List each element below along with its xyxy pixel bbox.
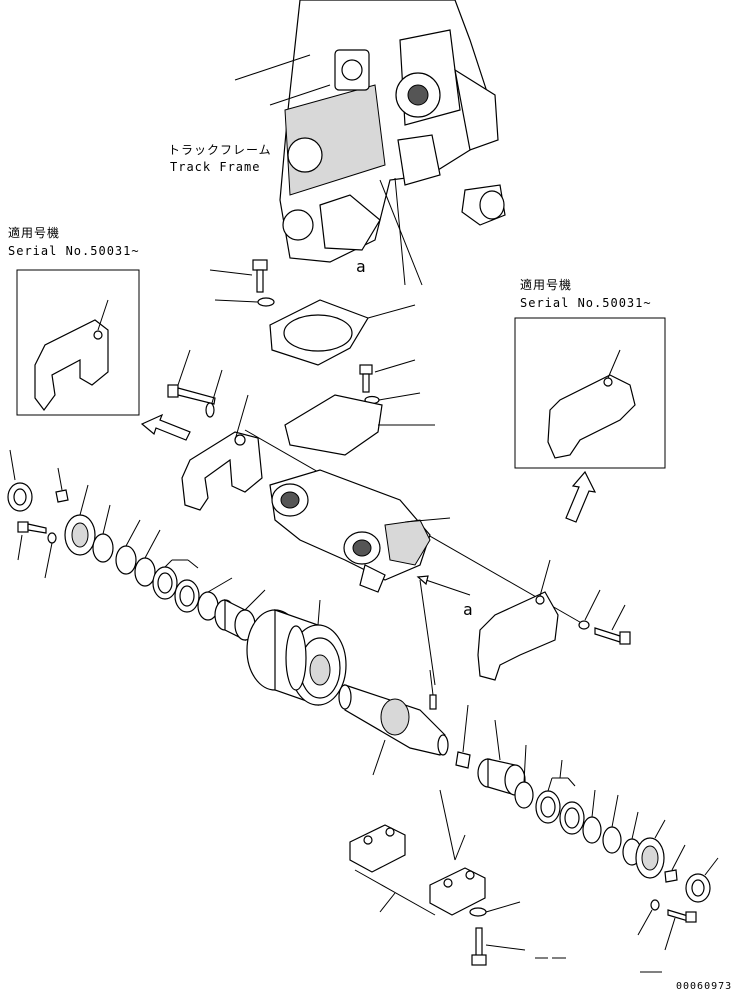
track-frame-label-en: Track Frame: [170, 160, 261, 174]
roller-shaft: [338, 684, 449, 756]
snap-ring-left: [115, 545, 137, 575]
o-ring-1-left: [92, 533, 114, 563]
bolt-bracket: [471, 927, 487, 966]
arrow-to-left-inset: [140, 413, 191, 441]
ref-mark-a-top: a: [356, 257, 367, 276]
bolt-flange-right: [667, 909, 697, 923]
o-ring-1-right: [514, 781, 534, 809]
figure-code: 00060973: [676, 981, 733, 992]
long-bolt-right: [594, 627, 631, 645]
arrow-to-right-inset: [565, 470, 597, 523]
right-roller-guard: [477, 591, 559, 681]
mount-bracket-lower: [429, 867, 486, 916]
plug-flange-right: [664, 869, 678, 883]
seal-ring-right: [535, 790, 561, 824]
washer-left: [205, 402, 215, 418]
cover-plate: [284, 394, 383, 456]
o-ring-2-left: [134, 557, 156, 587]
seal-right: [685, 873, 711, 903]
left-inset-frame: [16, 269, 140, 416]
seal-ring-left: [152, 566, 178, 600]
washer-bracket: [469, 907, 487, 917]
shaft-plug: [429, 694, 437, 710]
flange-cover-right: [635, 837, 665, 879]
right-inset-frame: [514, 317, 666, 469]
track-frame-label-jp: トラックフレーム: [168, 143, 272, 157]
long-bolt-left: [167, 384, 216, 405]
washer-top: [257, 297, 275, 307]
ref-mark-a-side: a: [463, 600, 474, 619]
right-inset-applicable-label: 適用号機: [520, 278, 573, 292]
bolt-flange-left: [17, 521, 47, 534]
seal-ring-right-2: [559, 801, 585, 835]
seal-left: [7, 482, 33, 512]
o-ring-2-right: [582, 816, 602, 844]
roller-housing: [269, 469, 431, 593]
track-roller: [246, 609, 347, 706]
frame-bolt-top: [252, 259, 268, 293]
right-inset-guard: [547, 374, 636, 459]
gasket-plate: [269, 299, 369, 366]
left-inset-guard: [34, 319, 109, 412]
right-inset-serial: Serial No.50031~: [520, 296, 652, 310]
plug-right: [455, 751, 471, 769]
mount-bracket-upper: [349, 824, 406, 873]
left-inset-serial: Serial No.50031~: [8, 244, 140, 258]
plug-left: [55, 489, 69, 503]
bushing-left: [214, 599, 256, 641]
bolt-small: [359, 364, 373, 393]
seal-ring-left-2: [174, 579, 200, 613]
washer-right: [578, 620, 590, 630]
track-frame-body: [279, 0, 506, 263]
washer-flange-left: [47, 532, 57, 544]
snap-ring-right: [602, 826, 622, 854]
washer-flange-right: [650, 899, 660, 911]
flange-cover-left: [64, 514, 96, 556]
left-inset-applicable-label: 適用号機: [8, 226, 61, 240]
left-roller-guard: [181, 431, 263, 511]
